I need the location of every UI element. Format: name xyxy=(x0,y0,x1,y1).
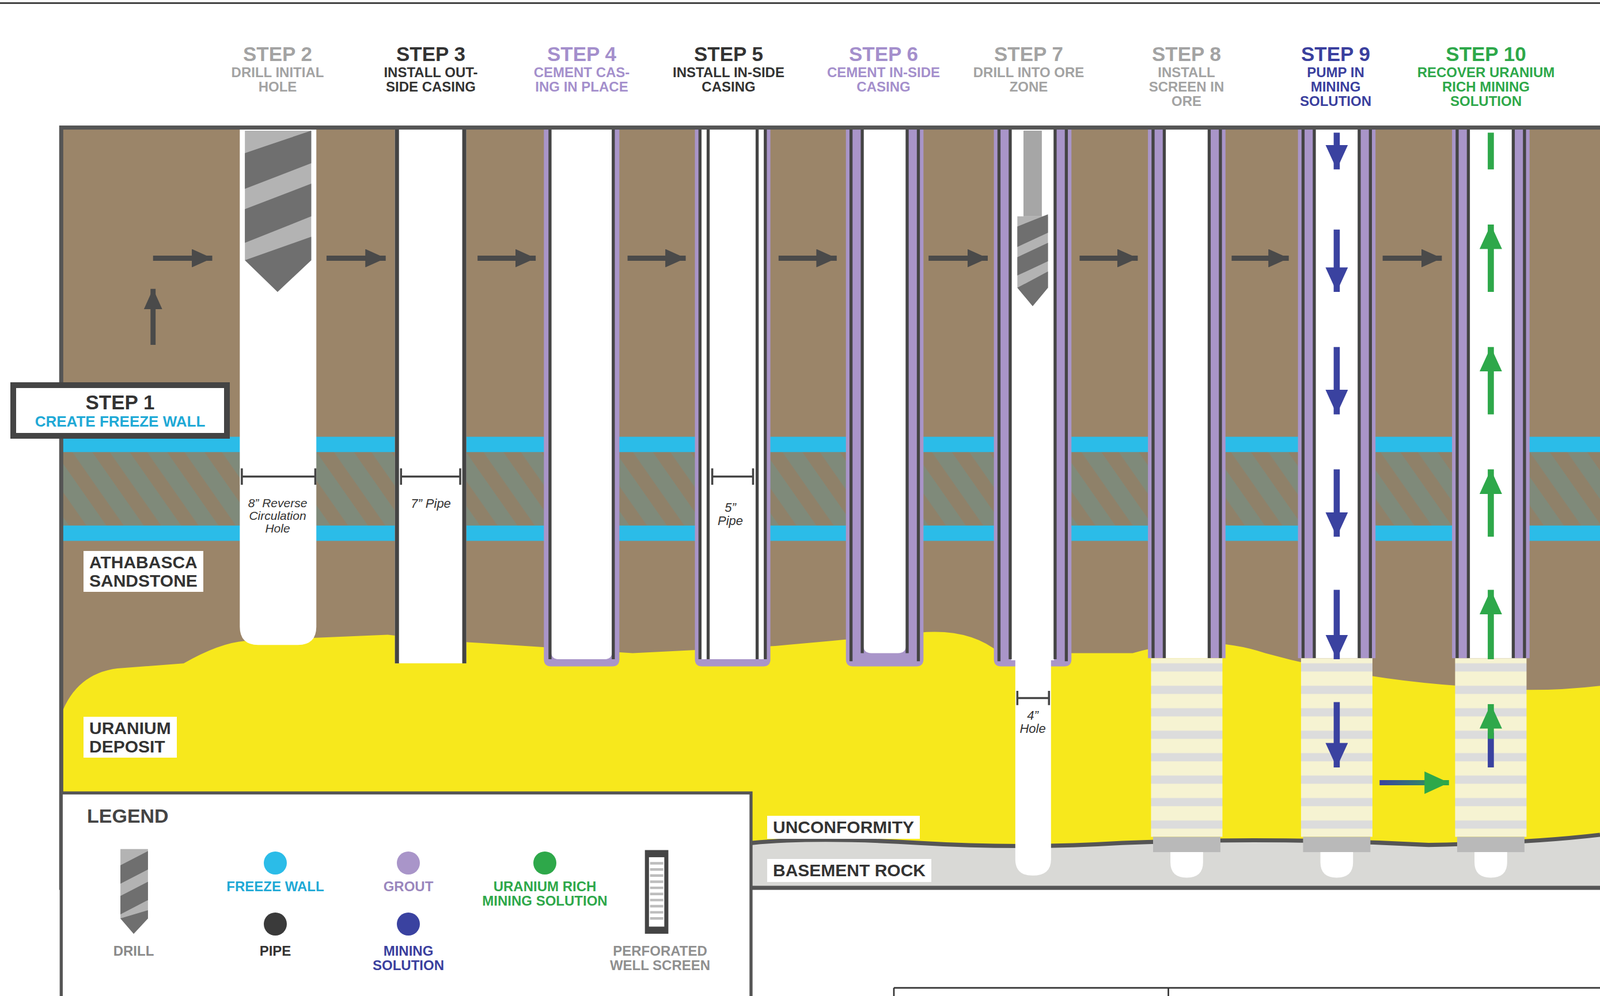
legend-title: LEGEND xyxy=(86,806,169,828)
layer-label: URANIUM DEPOSIT xyxy=(83,717,177,758)
well-step7 xyxy=(994,127,1072,877)
node-heading: STEP 1 xyxy=(20,391,220,415)
legend-panel xyxy=(61,793,752,996)
dimension-label: 4” Hole xyxy=(1016,708,1049,736)
legend-text: PIPE xyxy=(240,943,310,959)
legend-swatch xyxy=(396,851,420,875)
step-title: STEP 10 xyxy=(1445,43,1526,66)
step-description: INSTALL OUT-SIDE CASING xyxy=(372,65,491,94)
step-title: STEP 2 xyxy=(243,43,313,66)
step-description: CEMENT IN-SIDE CASING xyxy=(825,65,942,94)
legend-text: FREEZE WALL xyxy=(211,879,339,894)
page-rule xyxy=(0,2,1600,4)
legend-swatch xyxy=(263,912,287,936)
legend-text: MINING SOLUTION xyxy=(365,943,452,973)
step-title: STEP 3 xyxy=(396,43,466,66)
well-step5 xyxy=(695,127,771,667)
legend-text: DRILL xyxy=(99,943,169,959)
well-step3 xyxy=(395,127,467,665)
flow-arrows xyxy=(153,132,1492,783)
well-step4 xyxy=(543,127,620,667)
ground-layers xyxy=(61,127,1600,889)
legend-text: PERFORATED WELL SCREEN xyxy=(593,943,727,973)
node-text: CREATE FREEZE WALL xyxy=(20,414,220,430)
node-heading: UNCONFORMITY xyxy=(772,818,915,837)
step-description: CEMENT CAS-ING IN PLACE xyxy=(522,65,642,94)
step-title: STEP 8 xyxy=(1151,43,1222,66)
step-description: PUMP IN MINING SOLUTION xyxy=(1280,65,1391,109)
step-description: DRILL INTO ORE ZONE xyxy=(971,65,1087,94)
node-heading: URANIUM DEPOSIT xyxy=(89,719,172,756)
step-title: STEP 4 xyxy=(547,43,617,66)
node-heading: BASEMENT ROCK xyxy=(772,861,926,881)
step-description: INSTALL IN-SIDE CASING xyxy=(670,65,787,94)
step-title: STEP 7 xyxy=(994,43,1064,66)
step-description: DRILL INITIAL HOLE xyxy=(217,65,339,94)
legend-swatch xyxy=(263,851,287,875)
well-step2 xyxy=(239,127,317,646)
panel-frame xyxy=(61,127,1600,889)
table-edge xyxy=(893,988,1600,996)
well-step6 xyxy=(846,127,924,667)
step-description: INSTALL SCREEN IN ORE xyxy=(1134,65,1239,109)
layer-label: ATHABASCA SANDSTONE xyxy=(83,551,204,593)
layer-label: UNCONFORMITY xyxy=(767,816,920,840)
legend-swatch xyxy=(396,912,420,936)
dimension-label: 5” Pipe xyxy=(713,501,748,528)
layer-label: BASEMENT ROCK xyxy=(767,859,932,883)
dimension-label: 8” Reverse Circulation Hole xyxy=(239,497,316,536)
step-title: STEP 6 xyxy=(848,43,919,66)
legend-text: GROUT xyxy=(373,879,443,894)
legend-text: URANIUM RICH MINING SOLUTION xyxy=(472,879,617,909)
node-heading: ATHABASCA SANDSTONE xyxy=(89,553,198,590)
step-title: STEP 9 xyxy=(1301,43,1371,66)
step-description: RECOVER URANIUM RICH MINING SOLUTION xyxy=(1412,65,1560,109)
step-title: STEP 5 xyxy=(694,43,764,66)
legend-swatch xyxy=(533,851,557,875)
wells-screened xyxy=(1147,127,1530,879)
step-box: STEP 1CREATE FREEZE WALL xyxy=(10,382,230,439)
dimension-label: 7” Pipe xyxy=(399,497,463,511)
